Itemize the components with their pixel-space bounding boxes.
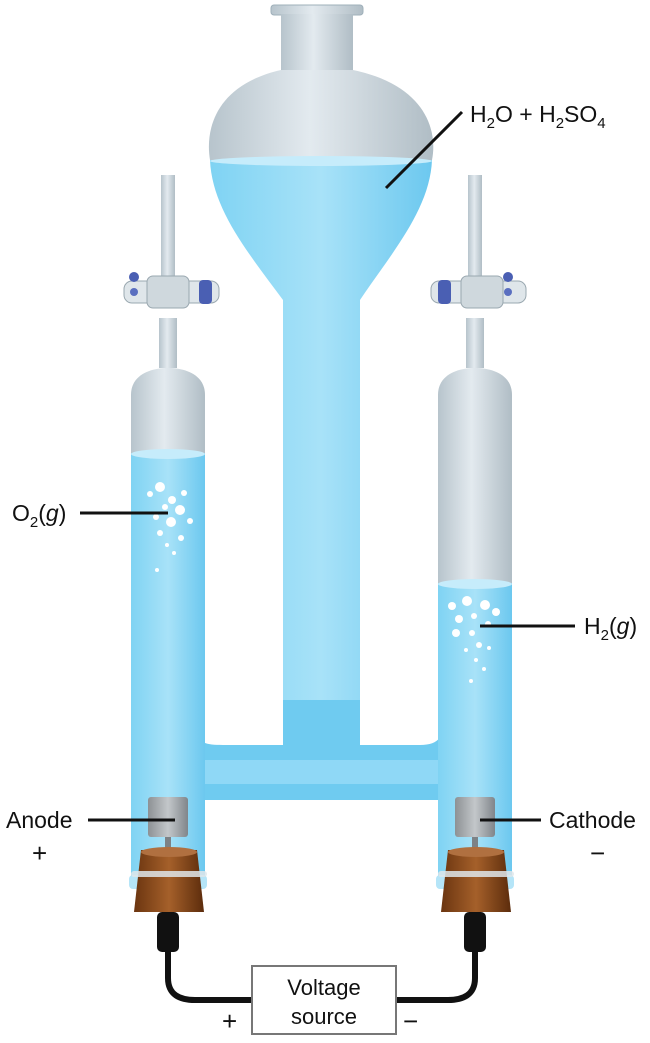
wire-minus-sign: − [403, 1006, 418, 1036]
right-stopper [438, 847, 514, 912]
label-oxygen-gas: O2(g) [12, 500, 66, 531]
wire-plus-sign: + [222, 1006, 237, 1036]
hydrogen-bubbles [448, 596, 500, 683]
label-cathode: Cathode [549, 807, 636, 833]
right-stopcock [430, 272, 527, 309]
cathode-electrode [455, 797, 495, 853]
connector-tube [200, 700, 444, 800]
left-stopper [131, 847, 207, 912]
reservoir-flask [208, 4, 434, 720]
voltage-source-box: Voltage source [251, 965, 397, 1035]
circuit-wires [157, 912, 486, 1003]
label-anode: Anode [6, 807, 73, 833]
label-anode-sign: + [32, 838, 47, 868]
voltage-source-label-line2: source [291, 1004, 357, 1029]
leader-lines [80, 110, 575, 822]
oxygen-bubbles [147, 482, 193, 572]
anode-electrode [148, 797, 188, 853]
label-hydrogen-gas: H2(g) [584, 613, 637, 644]
label-water-sulfuric-acid: H2O + H2SO4 [470, 101, 606, 132]
voltage-source-label-line1: Voltage [287, 975, 360, 1000]
left-stopcock [123, 272, 220, 309]
label-cathode-sign: − [590, 838, 605, 868]
